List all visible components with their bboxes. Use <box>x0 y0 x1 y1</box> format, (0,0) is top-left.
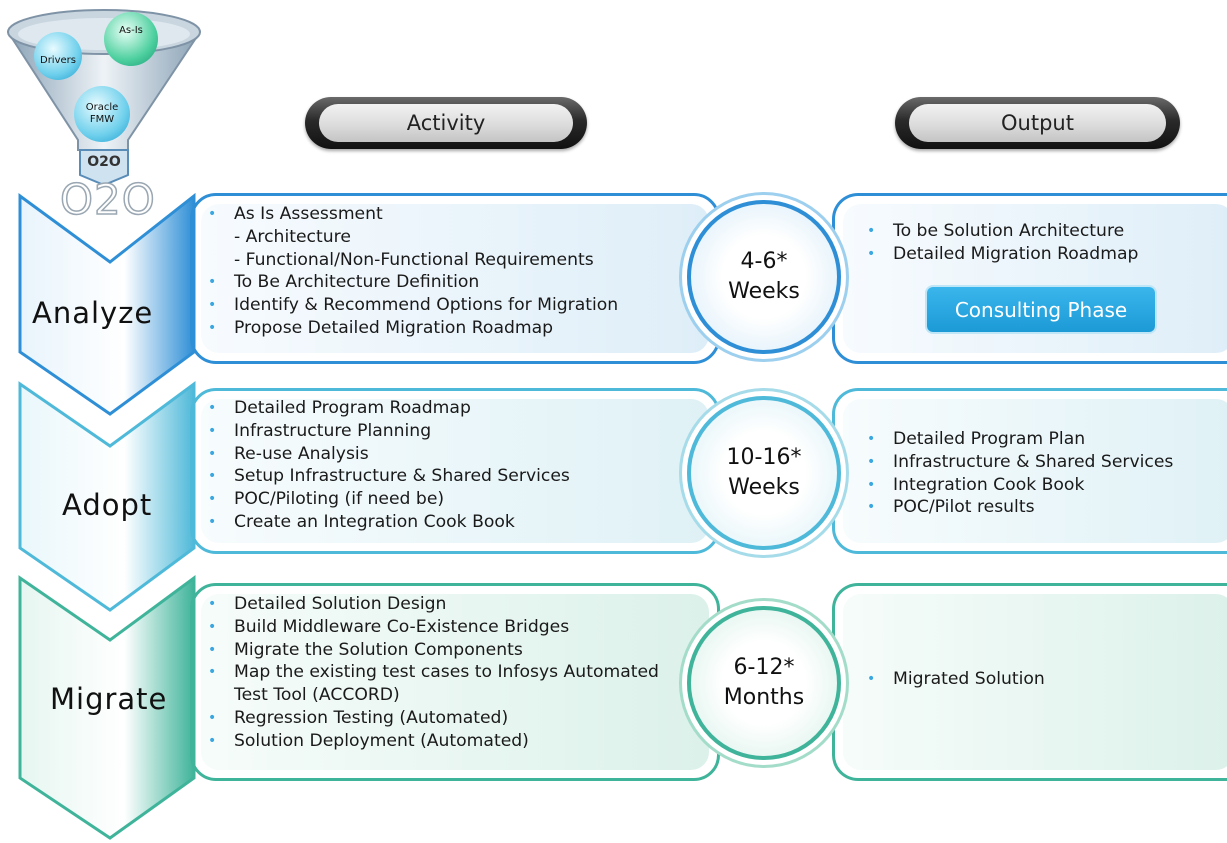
list-item: Detailed Solution Design <box>206 593 659 616</box>
list-item: Test Tool (ACCORD) <box>234 685 400 706</box>
migrate-output-list: Migrated Solution <box>865 668 1045 691</box>
list-item: Re-use Analysis <box>206 443 570 466</box>
output-header-label: Output <box>1001 111 1074 135</box>
list-item: To Be Architecture Definition <box>206 271 618 294</box>
list-item: Detailed Migration Roadmap <box>865 243 1138 266</box>
activity-header: Activity <box>305 97 587 149</box>
list-item: Map the existing test cases to Infosys A… <box>206 661 659 684</box>
list-item: Migrate the Solution Components <box>206 639 659 662</box>
adopt-duration-circle: 10-16* Weeks <box>687 396 841 550</box>
phase-migrate-label: Migrate <box>50 682 168 716</box>
migrate-activity-list: Detailed Solution Design Build Middlewar… <box>206 593 659 753</box>
list-item: Build Middleware Co-Existence Bridges <box>206 616 659 639</box>
list-item: To be Solution Architecture <box>865 220 1138 243</box>
adopt-duration-unit: Weeks <box>728 475 800 500</box>
list-item: POC/Pilot results <box>865 496 1173 519</box>
adopt-duration-value: 10-16* <box>726 445 802 470</box>
migrate-duration-unit: Months <box>723 685 805 710</box>
list-item: Integration Cook Book <box>865 474 1173 497</box>
list-item: POC/Piloting (if need be) <box>206 488 570 511</box>
bubble-asis: As-Is <box>104 12 158 66</box>
list-item: Infrastructure Planning <box>206 420 570 443</box>
list-item: - Architecture <box>234 226 351 247</box>
list-item: - Functional/Non-Functional Requirements <box>234 249 594 270</box>
adopt-chevron <box>18 381 196 612</box>
list-item: Setup Infrastructure & Shared Services <box>206 465 570 488</box>
bubble-drivers: Drivers <box>34 32 82 80</box>
bubble-oracle-label: Oracle FMW <box>85 102 119 125</box>
analyze-duration-unit: Weeks <box>728 279 800 304</box>
list-item: Infrastructure & Shared Services <box>865 451 1173 474</box>
analyze-duration-circle: 4-6* Weeks <box>687 200 841 354</box>
list-item: Migrated Solution <box>865 668 1045 691</box>
analyze-activity-list: As Is Assessment - Architecture - Functi… <box>206 203 618 340</box>
list-item: Propose Detailed Migration Roadmap <box>206 317 618 340</box>
list-item: Regression Testing (Automated) <box>206 707 659 730</box>
phase-analyze-label: Analyze <box>32 296 154 330</box>
migrate-duration-circle: 6-12* Months <box>687 606 841 760</box>
list-item: Detailed Program Plan <box>865 428 1173 451</box>
list-item: Identify & Recommend Options for Migrati… <box>206 294 618 317</box>
phase-adopt-label: Adopt <box>62 488 153 522</box>
list-item: Create an Integration Cook Book <box>206 511 570 534</box>
bubble-oracle: Oracle FMW <box>74 86 130 142</box>
funnel-spout-label: O2O <box>87 154 121 170</box>
adopt-output-list: Detailed Program Plan Infrastructure & S… <box>865 428 1173 519</box>
list-item: As Is Assessment <box>206 203 618 226</box>
activity-header-label: Activity <box>406 111 486 135</box>
output-header: Output <box>895 97 1180 149</box>
migrate-chevron <box>18 575 196 840</box>
bubble-asis-label: As-Is <box>119 25 143 36</box>
list-item: Detailed Program Roadmap <box>206 397 570 420</box>
consulting-phase-badge: Consulting Phase <box>927 287 1155 332</box>
analyze-output-panel <box>832 193 1227 364</box>
migrate-duration-value: 6-12* <box>733 655 795 680</box>
adopt-activity-list: Detailed Program Roadmap Infrastructure … <box>206 397 570 534</box>
analyze-output-list: To be Solution Architecture Detailed Mig… <box>865 220 1138 266</box>
list-item: Solution Deployment (Automated) <box>206 730 659 753</box>
funnel-big-label: O2O <box>59 174 156 225</box>
analyze-duration-value: 4-6* <box>740 249 788 274</box>
bubble-drivers-label: Drivers <box>40 55 76 66</box>
